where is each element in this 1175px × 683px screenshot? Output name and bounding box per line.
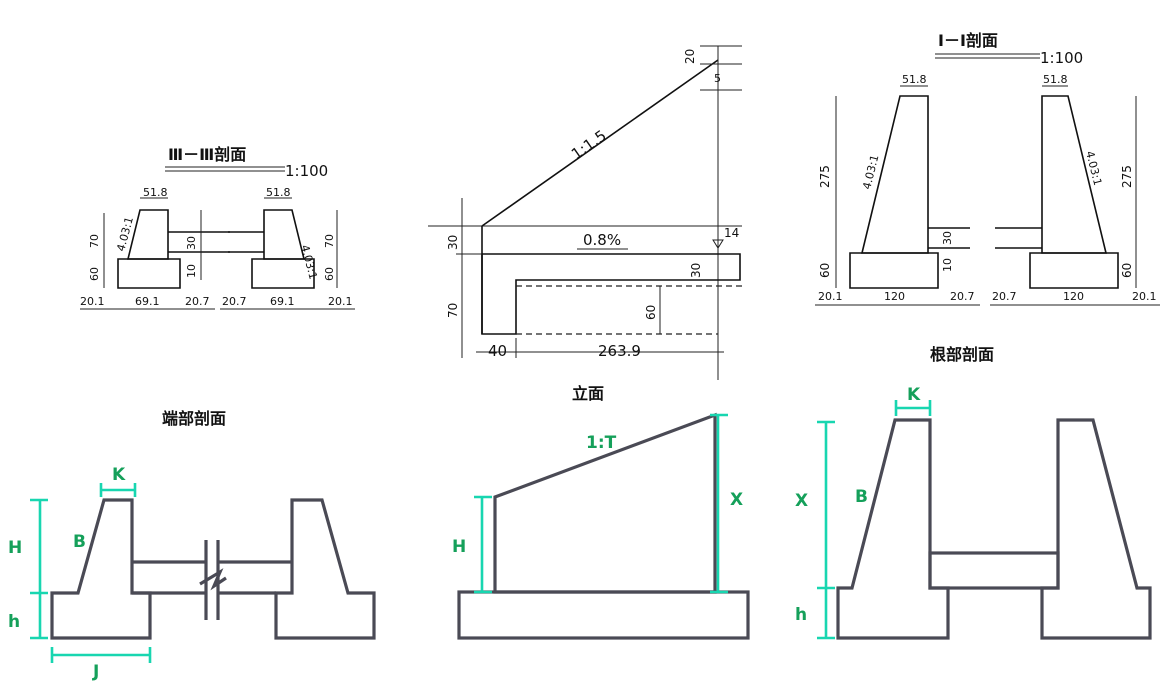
iii-left-slope-label: 4.03:1 [114,215,136,252]
elevation-deck-slab [481,253,741,335]
i-right-base [1029,252,1119,289]
left-wall-block [126,209,169,260]
iii-left-top-dim: 51.8 [143,186,168,199]
i-right-h275: 275 [1120,165,1134,188]
elev-grade: 0.8% [583,231,621,249]
i-right-top: 51.8 [1043,73,1068,86]
i-left-wall [860,95,929,254]
i-left-b1: 20.1 [818,290,843,303]
end-label-J: J [92,662,99,682]
root-label-h: h [795,605,807,625]
elev-dim-14: 14 [724,226,739,240]
elev-dim-5: 5 [714,72,721,85]
i-right-b1: 20.1 [1132,290,1157,303]
i-left-base [849,252,939,289]
iii-notch10: 10 [185,264,198,278]
elev-dim-30: 30 [446,235,460,250]
iii-left-h70: 70 [88,234,101,248]
end-label-K: K [112,465,126,485]
i-right-b2: 120 [1063,290,1084,303]
elev-dim-20: 20 [683,49,697,64]
end-label-H: H [8,538,22,558]
end-label-B: B [73,532,86,552]
root-label-X: X [795,491,808,511]
root-right-wall [1040,418,1152,640]
iii-left-b1: 20.1 [80,295,105,308]
elev-label-T: 1:T [586,433,617,453]
iii-right-b1: 20.1 [328,295,353,308]
i-left-h60: 60 [818,263,832,278]
end-section-schematic: H h B K J [8,465,376,682]
iii-right-b2: 69.1 [270,295,295,308]
section-iii-drawing: Ⅲ－Ⅲ剖面 1:100 51.8 4.03:1 70 60 30 10 20.1… [80,145,355,310]
elev-dim-span: 263.9 [598,342,641,360]
elevation-slope-label: 1:1.5 [568,126,610,163]
elevation-schematic: H X 1:T [452,412,750,640]
end-left-wall [50,498,152,640]
section-iii-scale: 1:100 [285,162,328,180]
i-right-b3: 20.7 [992,290,1017,303]
iii-right-b3: 20.7 [222,295,247,308]
section-i-title: Ⅰ－Ⅰ剖面 [938,31,998,50]
section-iii-title: Ⅲ－Ⅲ剖面 [168,145,246,164]
root-deck [928,551,1060,590]
section-i-scale: 1:100 [1040,49,1083,67]
iii-left-b3: 20.7 [185,295,210,308]
root-label-K: K [907,385,921,405]
root-left-wall [836,418,950,640]
iii-right-h70: 70 [323,234,336,248]
iii-left-h60: 60 [88,267,101,281]
end-right-wall [274,498,376,640]
iii-right-top-dim: 51.8 [266,186,291,199]
elev-label-X: X [730,490,743,510]
i-right-h60: 60 [1120,263,1134,278]
i-left-b3: 20.7 [950,290,975,303]
elev-label-H: H [452,537,466,557]
iii-notch30: 30 [185,236,198,250]
end-label-h: h [8,612,20,632]
left-base-block [117,258,181,289]
i-notch10: 10 [941,258,954,272]
elev-dim-70: 70 [446,303,460,318]
iii-left-b2: 69.1 [135,295,160,308]
elevation-title-top: 立面 [572,384,604,403]
elev-dim-60: 60 [644,305,658,320]
end-section-title: 端部剖面 [162,409,226,428]
i-left-top: 51.8 [902,73,927,86]
root-section-schematic: X h B K [795,385,1152,640]
elev-base-slab [457,590,750,640]
i-right-wall [1041,95,1108,254]
elevation-slope-line [481,59,719,227]
i-left-b2: 120 [884,290,905,303]
root-label-B: B [855,487,868,507]
elevation-drawing: 1:1.5 20 5 14 0.8% 30 70 30 60 40 263.9 [428,45,742,380]
elev-dim-30b: 30 [689,263,703,278]
right-wall-block [263,209,306,260]
root-section-title: 根部剖面 [930,345,994,364]
section-i-drawing: Ⅰ－Ⅰ剖面 1:100 51.8 4.03:1 275 60 30 10 20.… [815,31,1160,306]
iii-right-slope-label: 4.03:1 [298,243,320,280]
i-left-h275: 275 [818,165,832,188]
i-notch30: 30 [941,231,954,245]
elev-dim-40: 40 [488,342,507,360]
iii-right-h60: 60 [323,267,336,281]
